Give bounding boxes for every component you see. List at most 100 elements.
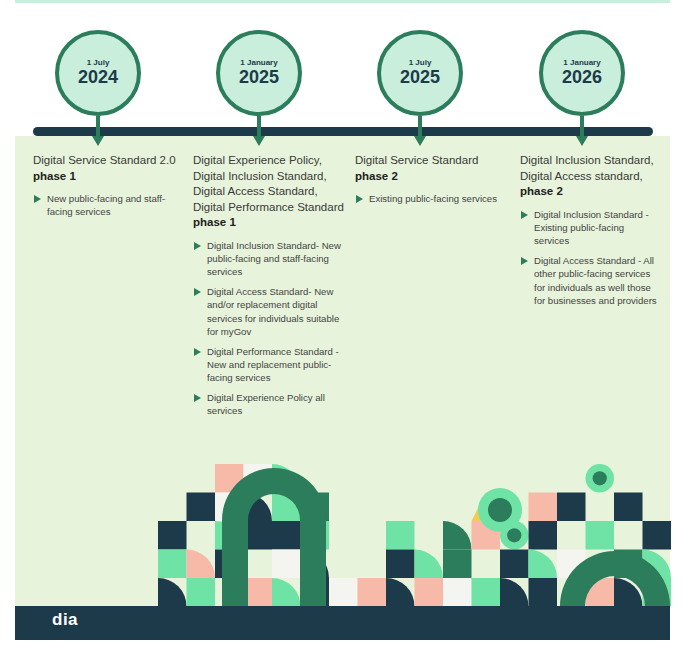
phase-label: phase 1 [33,169,183,185]
tile-quarter [443,521,472,550]
tile-square [272,521,301,550]
tile-arch [560,551,670,606]
bullet-marker [194,394,201,402]
bullet-text: Digital Inclusion Standard- New public-f… [207,240,341,278]
date-day: 1 July [87,59,110,68]
tile-square [443,578,472,607]
top-rule [15,0,670,3]
tile-square [500,550,529,579]
pointer-stem [257,116,261,136]
tile-square [158,550,187,579]
phase-label: phase 2 [520,184,660,200]
geometric-pattern [158,464,671,607]
tile-square [643,521,672,550]
tile-square [386,550,415,579]
timeline-pointers [92,116,588,146]
pointer-head [92,136,104,146]
bullet-item: Digital Experience Policy all services [193,391,345,418]
tile-square [472,578,501,607]
tile-square [358,578,387,607]
date-circle: 1 July2024 [55,30,141,116]
tile-square [443,550,472,579]
tile-quarter [529,550,558,579]
date-day: 1 January [563,59,600,68]
bullet-marker [356,195,363,203]
date-circle: 1 January2025 [216,30,302,116]
date-year: 2026 [562,68,602,88]
bullet-item: Digital Access Standard - All other publ… [520,254,660,308]
bullet-text: Digital Experience Policy all services [207,392,325,416]
column-heading: Digital Service Standard [355,153,505,169]
bullet-item: New public-facing and staff-facing servi… [33,192,183,219]
bullet-marker [34,195,41,203]
bullet-text: Existing public-facing services [369,193,497,204]
tile-ring [478,488,522,532]
date-day: 1 July [409,59,432,68]
timeline-column: Digital Service Standard 2.0phase 1 New p… [33,153,183,225]
phase-label: phase 1 [193,215,345,231]
bullet-marker [194,348,201,356]
bullet-item: Digital Access Standard- New and/or repl… [193,285,345,339]
bullet-text: Digital Access Standard - All other publ… [534,255,657,306]
date-circle: 1 July2025 [377,30,463,116]
tile-quarter [272,578,301,607]
tile-square [557,493,586,522]
tile-square [187,493,216,522]
timeline-bar [33,127,653,136]
bullet-item: Digital Inclusion Standard - Existing pu… [520,208,660,248]
bullet-marker [194,288,201,296]
pointer-stem [418,116,422,136]
phase-label: phase 2 [355,169,505,185]
bullet-marker [194,242,201,250]
date-year: 2025 [400,68,440,88]
tile-square [529,521,558,550]
tile-circle [507,528,521,542]
bullet-item: Existing public-facing services [355,192,505,205]
tile-square [272,550,301,579]
tile-square [415,578,444,607]
pointer-head [414,136,426,146]
tile-square [586,521,615,550]
date-year: 2025 [239,68,279,88]
tile-circle [586,464,615,493]
bullet-text: Digital Inclusion Standard - Existing pu… [534,209,649,247]
tile-ring [488,498,512,522]
brand-logo: dia [52,610,78,630]
bullet-text: Digital Access Standard- New and/or repl… [207,286,339,337]
date-day: 1 January [240,59,277,68]
tile-quarter [386,578,415,607]
pointer-stem [580,116,584,136]
timeline-column: Digital Service Standardphase 2 Existing … [355,153,505,211]
tile-quarter [500,578,529,607]
tile-square [329,578,358,607]
tile-quarter [415,550,444,579]
pointer-head [253,136,265,146]
tile-square [614,493,643,522]
tile-square [386,521,415,550]
column-heading: Digital Service Standard 2.0 [33,153,183,169]
tile-circle [593,471,607,485]
tile-quarter [187,550,216,579]
tile-quarter [158,578,187,607]
column-heading: Digital Experience Policy, Digital Inclu… [193,153,345,215]
pointer-stem [96,116,100,136]
date-year: 2024 [78,68,118,88]
bullet-marker [521,211,528,219]
bullet-item: Digital Performance Standard - New and r… [193,345,345,385]
tile-square [187,578,216,607]
date-circle: 1 January2026 [539,30,625,116]
bullet-text: Digital Performance Standard - New and r… [207,346,339,384]
tile-square [529,493,558,522]
tile-square [529,578,558,607]
bullet-text: New public-facing and staff-facing servi… [47,193,165,217]
tile-square [158,521,187,550]
timeline-column: Digital Inclusion Standard, Digital Acce… [520,153,660,314]
tile-arch [222,468,326,606]
bullet-item: Digital Inclusion Standard- New public-f… [193,239,345,279]
bullet-marker [521,257,528,265]
column-heading: Digital Inclusion Standard, Digital Acce… [520,153,660,184]
footer-bar [15,606,670,640]
content-panel [15,136,670,640]
timeline-column: Digital Experience Policy, Digital Inclu… [193,153,345,424]
